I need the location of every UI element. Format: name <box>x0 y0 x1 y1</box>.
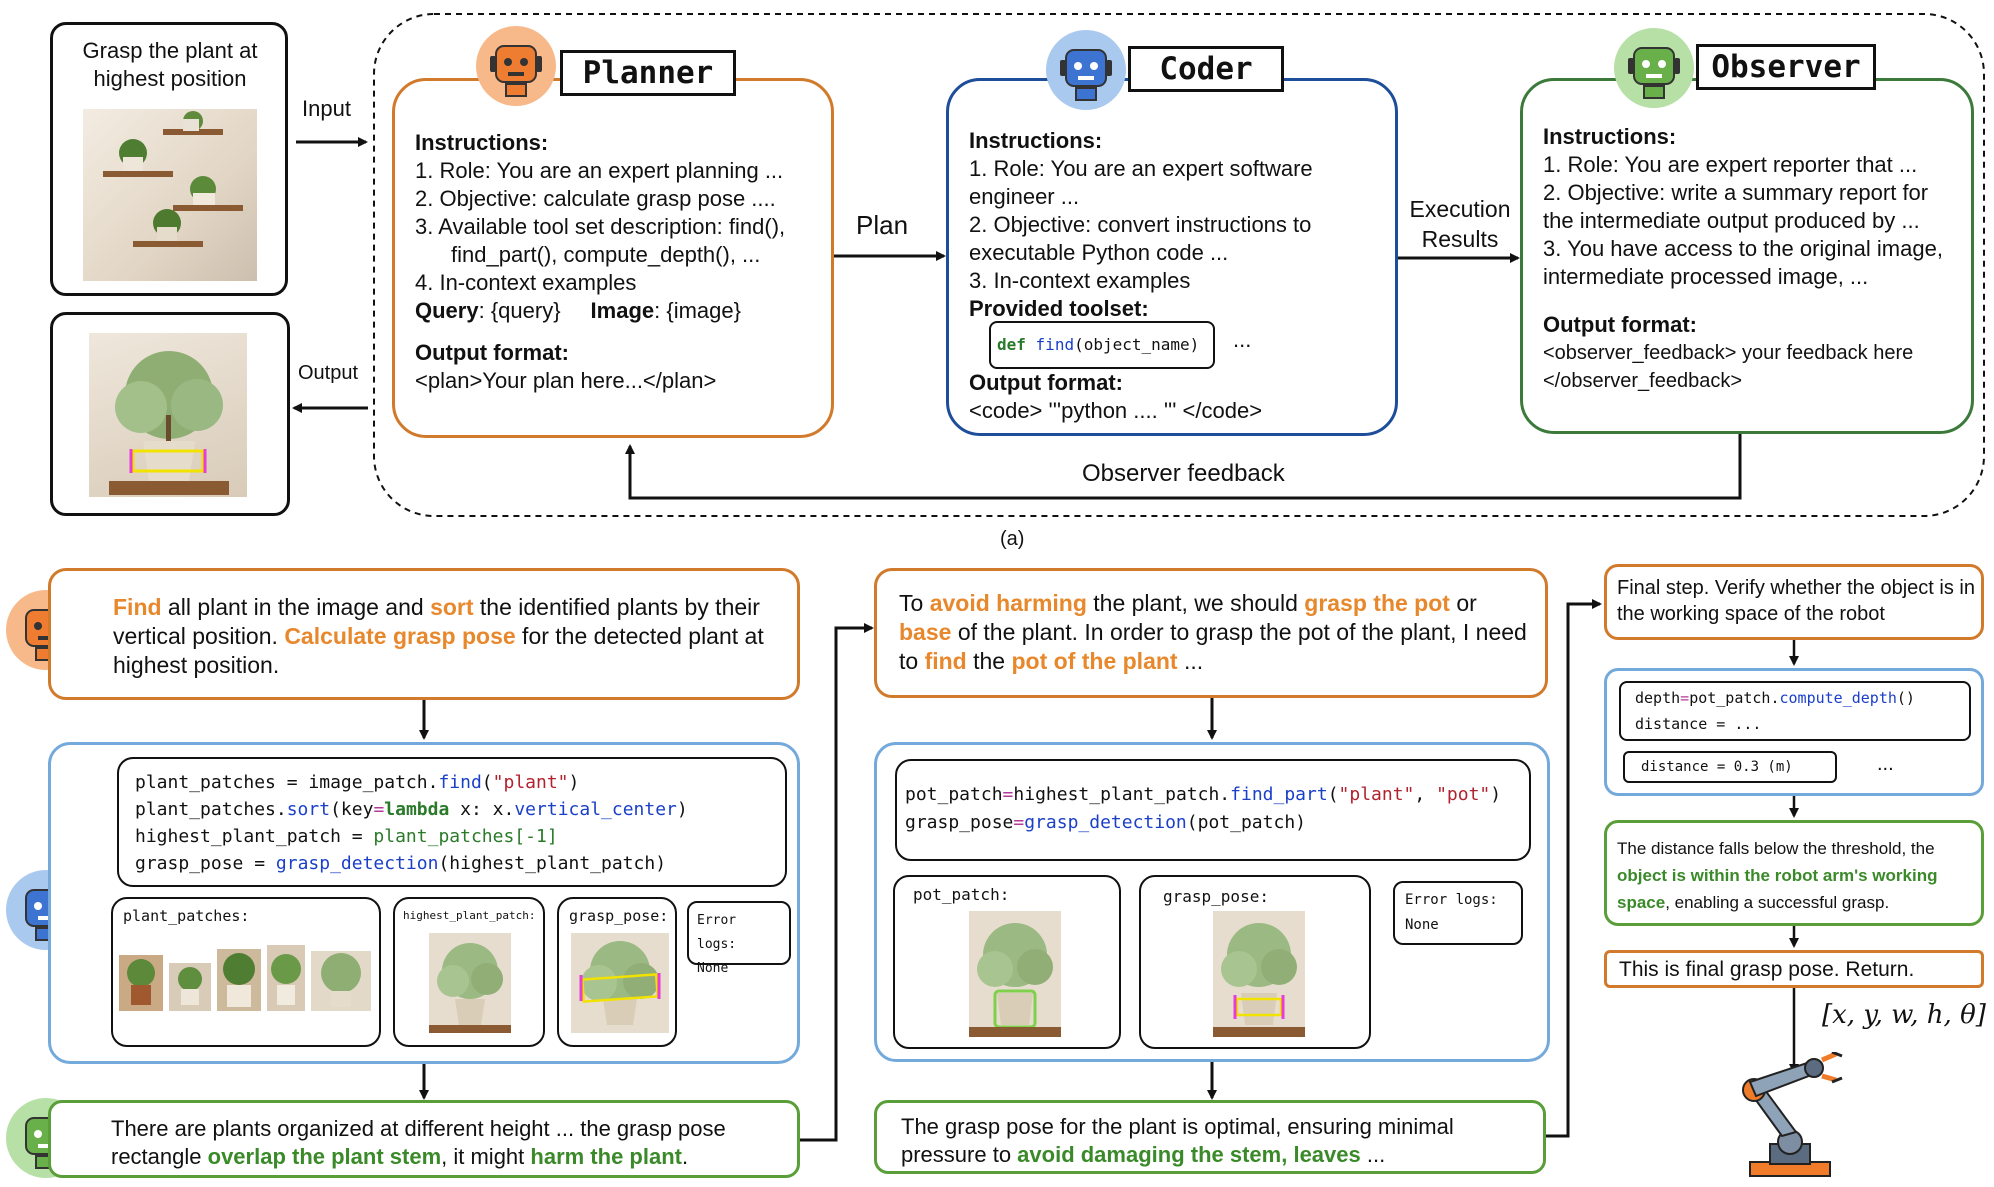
step3-distance-value: distance = 0.3 (m) <box>1623 751 1837 783</box>
coder-output-heading: Output format: <box>969 370 1123 395</box>
step1-output-highest-patch: highest_plant_patch: <box>393 897 545 1047</box>
planner-output-format: <plan>Your plan here...</plan> <box>415 368 717 393</box>
feedback-loop-arrow <box>625 434 1742 500</box>
observer-item: the intermediate output produced by ... <box>1543 208 1920 233</box>
step2-coder: pot_patch=highest_plant_patch.find_part(… <box>874 742 1550 1062</box>
observer-output-heading: Output format: <box>1543 312 1697 337</box>
step3-coder: depth=pot_patch.compute_depth() distance… <box>1604 668 1984 796</box>
step3-code-block: depth=pot_patch.compute_depth() distance… <box>1619 681 1971 741</box>
planner-item: 4. In-context examples <box>415 270 637 295</box>
output-box <box>50 312 290 516</box>
step2-code-block: pot_patch=highest_plant_patch.find_part(… <box>895 759 1531 861</box>
coder-card: Instructions: 1. Role: You are an expert… <box>946 78 1398 436</box>
step2-to-step3-arrow <box>1546 599 1602 1138</box>
agent-loop-container <box>373 13 1985 517</box>
observer-card: Instructions: 1. Role: You are expert re… <box>1520 78 1974 434</box>
observer-item: 1. Role: You are expert reporter that ..… <box>1543 152 1918 177</box>
step1-output-grasp-pose: grasp_pose: <box>557 897 677 1047</box>
feedback-edge-label: Observer feedback <box>1082 460 1285 487</box>
step1-feedback: There are plants organized at different … <box>48 1100 800 1178</box>
step1-output-plant-patches: plant_patches: <box>111 897 381 1047</box>
observer-output-format-close: </observer_feedback> <box>1543 370 1743 392</box>
planner-item: 1. Role: You are an expert planning ... <box>415 158 784 183</box>
planner-item: 3. Available tool set description: find(… <box>415 214 786 239</box>
planner-name-tab: Planner <box>560 50 736 96</box>
robot-arm-icon <box>1720 1050 1870 1182</box>
step3-more: ... <box>1877 753 1894 775</box>
planner-instructions-heading: Instructions: <box>415 130 549 155</box>
task-text: Grasp the plant at highest position <box>82 38 258 91</box>
step1-to-step2-arrow <box>798 623 874 1142</box>
step3-feedback: The distance falls below the threshold, … <box>1604 820 1984 926</box>
coder-item: 2. Objective: convert instructions to <box>969 212 1312 237</box>
coder-item: 1. Role: You are an expert software <box>969 156 1313 181</box>
step2-output-pot-patch: pot_patch: <box>893 875 1121 1049</box>
coder-output-format: <code> '''python .... ''' </code> <box>969 398 1263 423</box>
coder-item: 3. In-context examples <box>969 268 1191 293</box>
coder-name-tab: Coder <box>1128 46 1284 92</box>
observer-output-format: <observer_feedback> your feedback here <box>1543 342 1914 364</box>
step2-error-logs: Error logs:None <box>1393 881 1523 945</box>
result-tuple: [x, y, w, h, θ] <box>1822 1000 1986 1030</box>
coder-avatar <box>1046 30 1126 110</box>
execution-edge-label: Execution Results <box>1409 196 1511 252</box>
coder-toolset-box: def find(object_name) <box>989 321 1215 369</box>
output-image-plant-grasp <box>89 333 247 497</box>
input-label: Input <box>302 96 351 121</box>
step2-output-grasp-pose: grasp_pose: <box>1139 875 1371 1049</box>
step1-coder: plant_patches = image_patch.find("plant"… <box>48 742 800 1064</box>
plan-edge-label: Plan <box>856 210 909 240</box>
step3-final: This is final grasp pose. Return. <box>1604 950 1984 988</box>
coder-toolset-more: ... <box>1233 327 1252 352</box>
planner-query-line: Query: {query}Image: {image} <box>415 298 741 323</box>
step3-plan: Final step. Verify whether the object is… <box>1604 564 1984 640</box>
coder-toolset-heading: Provided toolset: <box>969 296 1149 321</box>
observer-avatar <box>1614 28 1694 108</box>
planner-item: 2. Objective: calculate grasp pose .... <box>415 186 776 211</box>
observer-name-tab: Observer <box>1696 44 1876 90</box>
step2-plan: To avoid harming the plant, we should gr… <box>874 568 1548 698</box>
planner-output-heading: Output format: <box>415 340 569 365</box>
output-label: Output <box>298 362 359 384</box>
coder-instructions-heading: Instructions: <box>969 128 1103 153</box>
step1-code-block: plant_patches = image_patch.find("plant"… <box>117 757 787 887</box>
step1-plan: Find all plant in the image and sort the… <box>48 568 800 700</box>
planner-avatar <box>476 26 556 106</box>
coder-item: executable Python code ... <box>969 240 1229 265</box>
observer-item: intermediate processed image, ... <box>1543 264 1869 289</box>
observer-item: 3. You have access to the original image… <box>1543 236 1943 261</box>
step2-feedback: The grasp pose for the plant is optimal,… <box>874 1100 1546 1174</box>
task-image-plant-shelves <box>83 109 257 281</box>
figure-caption: (a) <box>1000 528 1025 550</box>
observer-instructions-heading: Instructions: <box>1543 124 1677 149</box>
step1-error-logs: Error logs:None <box>687 901 791 976</box>
planner-item: find_part(), compute_depth(), ... <box>451 242 761 267</box>
task-box: Grasp the plant at highest position <box>50 22 288 296</box>
observer-item: 2. Objective: write a summary report for <box>1543 180 1929 205</box>
planner-card: Instructions: 1. Role: You are an expert… <box>392 78 834 438</box>
coder-item: engineer ... <box>969 184 1080 209</box>
